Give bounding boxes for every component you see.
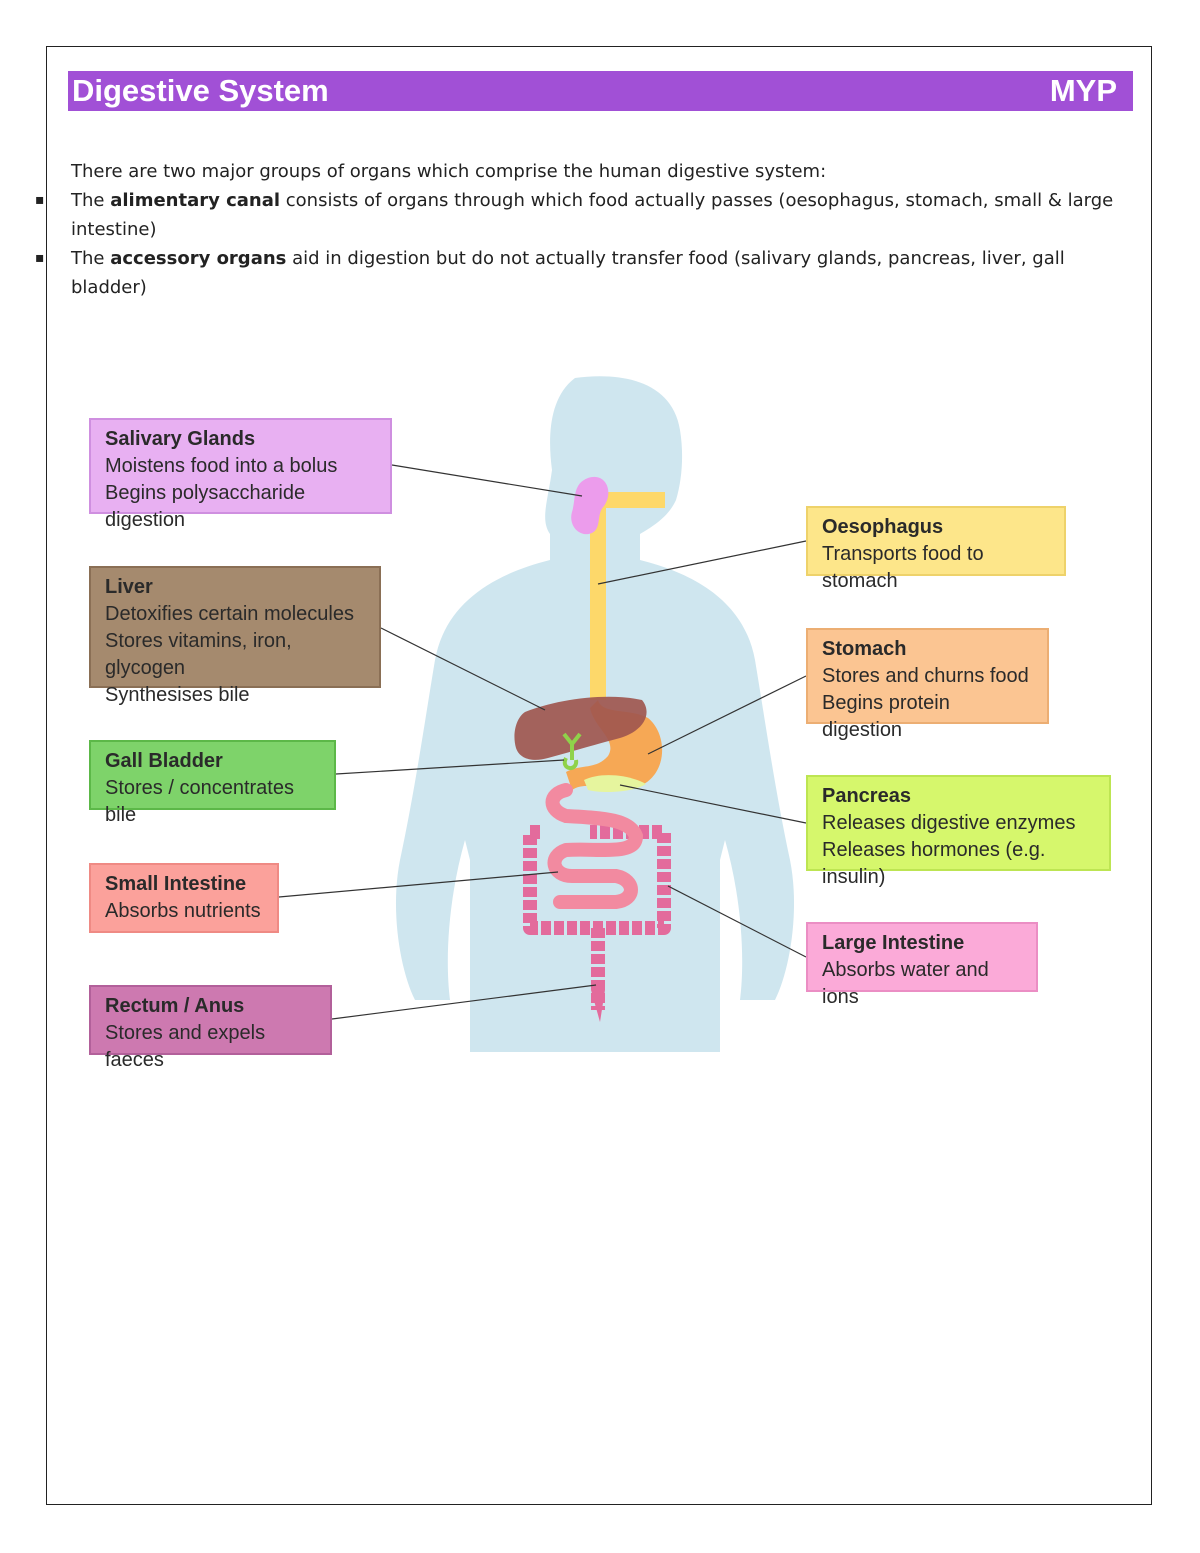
bullet-accessory: ▪ The accessory organs aid in digestion b… bbox=[35, 244, 1141, 302]
label-oesophagus: Oesophagus Transports food to stomach bbox=[806, 506, 1066, 592]
label-liver: Liver Detoxifies certain molecules Store… bbox=[89, 566, 381, 706]
leader-liver bbox=[380, 627, 546, 711]
pancreas-organ bbox=[584, 775, 646, 792]
label-line: Stores vitamins, iron, glycogen bbox=[105, 630, 292, 679]
term-accessory-organs: accessory organs bbox=[110, 248, 287, 269]
bullet-text: consists of organs through which food ac… bbox=[71, 190, 1114, 240]
bullet-prefix: The bbox=[71, 248, 111, 269]
label-title: Salivary Glands bbox=[105, 428, 256, 450]
label-title: Liver bbox=[105, 576, 153, 598]
intro-lead: There are two major groups of organs whi… bbox=[71, 161, 827, 182]
leader-gall bbox=[335, 759, 565, 775]
page-frame bbox=[46, 46, 1152, 1505]
label-pancreas: Pancreas Releases digestive enzymes Rele… bbox=[806, 775, 1111, 888]
term-alimentary-canal: alimentary canal bbox=[110, 190, 281, 211]
label-stomach: Stomach Stores and churns food Begins pr… bbox=[806, 628, 1049, 741]
label-gall-bladder: Gall Bladder Stores / concentrates bile bbox=[89, 740, 336, 826]
gall-bladder-organ bbox=[562, 732, 582, 770]
level-tag: MYP bbox=[1049, 73, 1117, 108]
page-title: Digestive System bbox=[72, 73, 329, 108]
label-salivary-glands: Salivary Glands Moistens food into a bol… bbox=[89, 418, 392, 531]
label-title: Pancreas bbox=[822, 785, 911, 807]
leader-rectum bbox=[331, 984, 597, 1020]
label-line: Begins polysaccharide digestion bbox=[105, 482, 306, 531]
salivary-gland-organ bbox=[571, 476, 609, 535]
label-line: Absorbs water and ions bbox=[822, 959, 989, 1008]
label-title: Large Intestine bbox=[822, 932, 965, 954]
liver-organ bbox=[514, 696, 647, 760]
bullet-prefix: The bbox=[71, 190, 111, 211]
label-line: Absorbs nutrients bbox=[105, 900, 261, 922]
leader-large bbox=[667, 885, 807, 958]
small-intestine-organ bbox=[545, 783, 644, 909]
bullet-mark: ▪ bbox=[35, 250, 45, 266]
label-title: Gall Bladder bbox=[105, 750, 223, 772]
bullet-alimentary: ▪ The alimentary canal consists of organs… bbox=[35, 186, 1141, 244]
label-line: Transports food to stomach bbox=[822, 543, 984, 592]
label-line: Moistens food into a bolus bbox=[105, 455, 338, 477]
rectum-organ bbox=[591, 990, 605, 1022]
label-title: Stomach bbox=[822, 638, 907, 660]
label-line: Synthesises bile bbox=[105, 684, 250, 706]
label-title: Small Intestine bbox=[105, 873, 247, 895]
label-line: Stores and expels faeces bbox=[105, 1022, 266, 1071]
intro-text: There are two major groups of organs whi… bbox=[35, 157, 1141, 302]
leader-lines bbox=[278, 464, 807, 1020]
label-title: Rectum / Anus bbox=[105, 995, 245, 1017]
label-large-intestine: Large Intestine Absorbs water and ions bbox=[806, 922, 1038, 1008]
label-line: Releases digestive enzymes bbox=[822, 812, 1076, 834]
label-line: Stores and churns food bbox=[822, 665, 1029, 687]
leader-oeso bbox=[597, 540, 807, 585]
leader-salivary bbox=[391, 464, 583, 497]
label-rectum-anus: Rectum / Anus Stores and expels faeces bbox=[89, 985, 332, 1071]
leader-pancreas bbox=[619, 784, 807, 824]
bullet-mark: ▪ bbox=[35, 192, 45, 208]
leader-small bbox=[278, 871, 559, 898]
label-line: Stores / concentrates bile bbox=[105, 777, 294, 826]
bullet-text: aid in digestion but do not actually tra… bbox=[71, 248, 1065, 298]
label-small-intestine: Small Intestine Absorbs nutrients bbox=[89, 863, 279, 933]
label-line: Begins protein digestion bbox=[822, 692, 950, 741]
label-title: Oesophagus bbox=[822, 516, 944, 538]
label-line: Releases hormones (e.g. insulin) bbox=[822, 839, 1046, 888]
leader-stomach bbox=[647, 675, 807, 755]
title-bar: Digestive System MYP bbox=[68, 71, 1133, 111]
label-line: Detoxifies certain molecules bbox=[105, 603, 354, 625]
